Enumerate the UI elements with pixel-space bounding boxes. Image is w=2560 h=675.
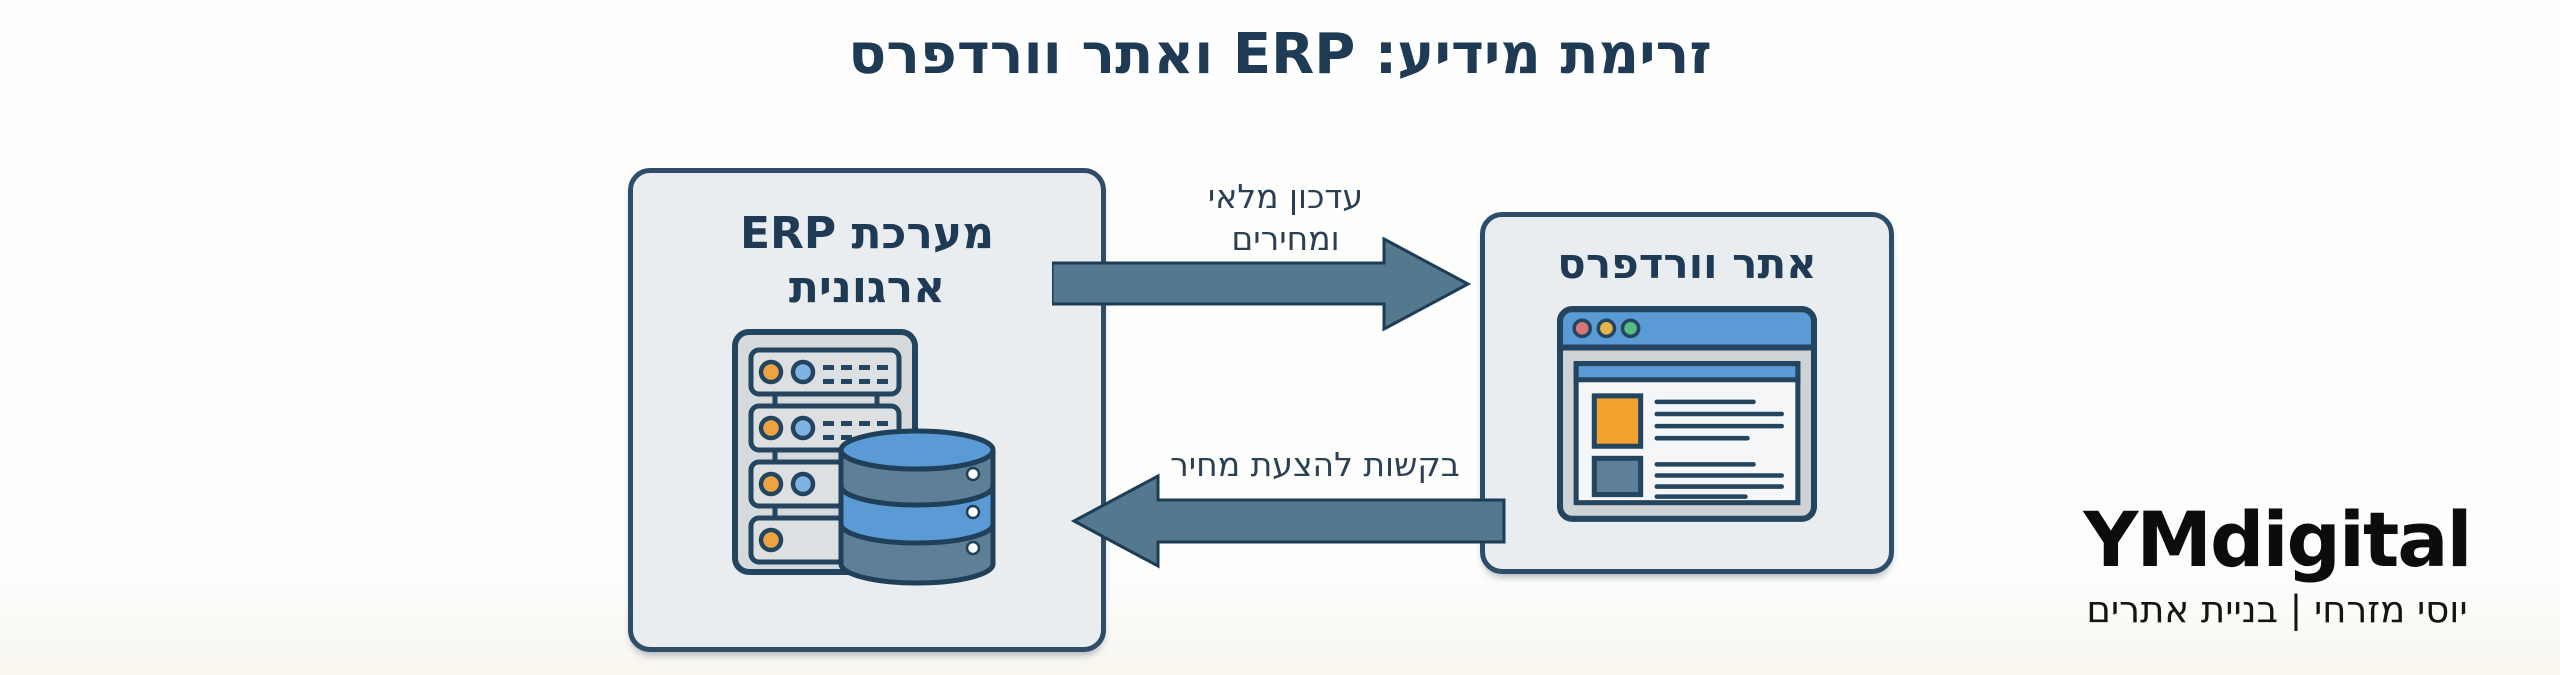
- diagram-title: זרימת מידיע: ERP ואתר וורדפרס: [848, 22, 1712, 87]
- image-placeholder-orange: [1591, 393, 1644, 450]
- erp-system-label: מערכת ERP ארגונית: [739, 208, 995, 313]
- browser-page-content: [1573, 361, 1801, 506]
- close-dot-icon: [1572, 318, 1593, 339]
- brand-block: YMdigital יוסי מזרחי | בניית אתרים: [2052, 500, 2502, 631]
- image-placeholder-slate: [1591, 456, 1644, 498]
- inventory-update-arrow: [1052, 237, 1472, 332]
- text-lines: [1654, 400, 1784, 500]
- maximize-dot-icon: [1620, 318, 1641, 339]
- browser-window-icon: [1557, 306, 1817, 523]
- erp-system-box: מערכת ERP ארגונית: [628, 168, 1106, 652]
- database-icon: [838, 428, 996, 586]
- quote-requests-arrow: [1070, 473, 1506, 569]
- inventory-update-label: עדכון מלאי ומחירים: [1207, 177, 1364, 259]
- brand-logo: YMdigital: [2083, 495, 2472, 584]
- wordpress-site-label: אתר וורדפרס: [1557, 239, 1817, 288]
- quote-requests-label: בקשות להצעת מחיר: [1170, 445, 1460, 484]
- server-database-icon: [732, 329, 996, 586]
- wordpress-site-box: אתר וורדפרס: [1480, 212, 1894, 574]
- brand-tagline: יוסי מזרחי | בניית אתרים: [2086, 587, 2468, 631]
- minimize-dot-icon: [1596, 318, 1617, 339]
- browser-titlebar: [1557, 306, 1817, 351]
